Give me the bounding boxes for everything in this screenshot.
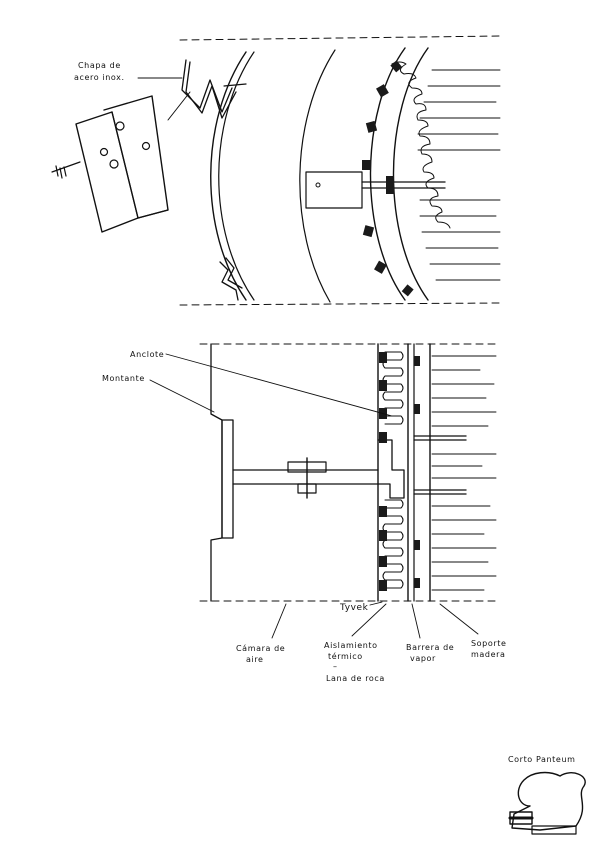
label-location-map: Corto Panteum [508,755,576,764]
label-insulation-line4: Lana de roca [326,674,385,683]
label-timber-support-line1: Soporte [471,639,507,648]
label-steel-plate-line2: acero inox. [74,73,125,82]
bottom-section-detail: Anclote Montante Tyvek Cámara de aire Ai… [102,343,507,683]
top-curved-wall-detail: Chapa de acero inox. [51,35,501,306]
label-insulation-line3: – [333,662,338,671]
label-timber-support-line2: madera [471,650,506,659]
label-mullion: Montante [102,374,145,383]
label-steel-plate-line1: Chapa de [78,61,121,70]
label-insulation-line2: térmico [328,651,363,661]
location-map-inset: Corto Panteum [508,755,586,835]
label-anchor: Anclote [130,350,164,359]
label-insulation-line1: Aislamiento [324,641,378,650]
label-tyvek: Tyvek [339,603,369,613]
label-air-chamber-line1: Cámara de [236,644,285,653]
label-air-chamber-line2: aire [246,655,264,664]
label-vapor-barrier-line1: Barrera de [406,643,454,652]
label-vapor-barrier-line2: vapor [410,654,436,663]
